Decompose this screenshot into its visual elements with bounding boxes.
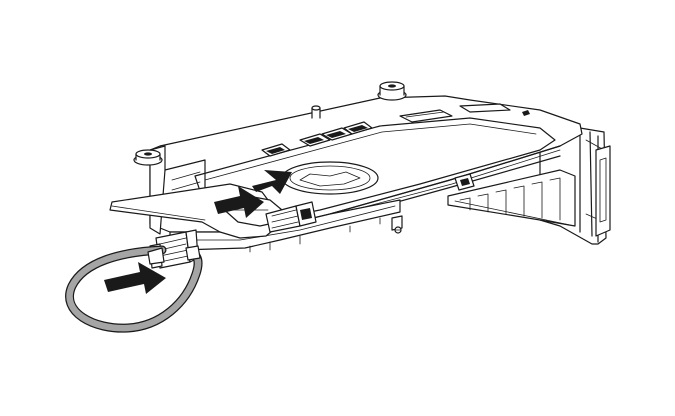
round-cable-icon [65,245,203,333]
direction-arrow-icon [104,170,292,294]
internal-cable-bundle [265,201,317,233]
tray-screw [394,226,402,234]
arrow-bottom [104,262,166,294]
thumbscrews [133,81,407,166]
arrow-top [252,170,292,194]
expansion-slot-ribs [447,169,576,227]
arrow-middle [214,186,264,218]
